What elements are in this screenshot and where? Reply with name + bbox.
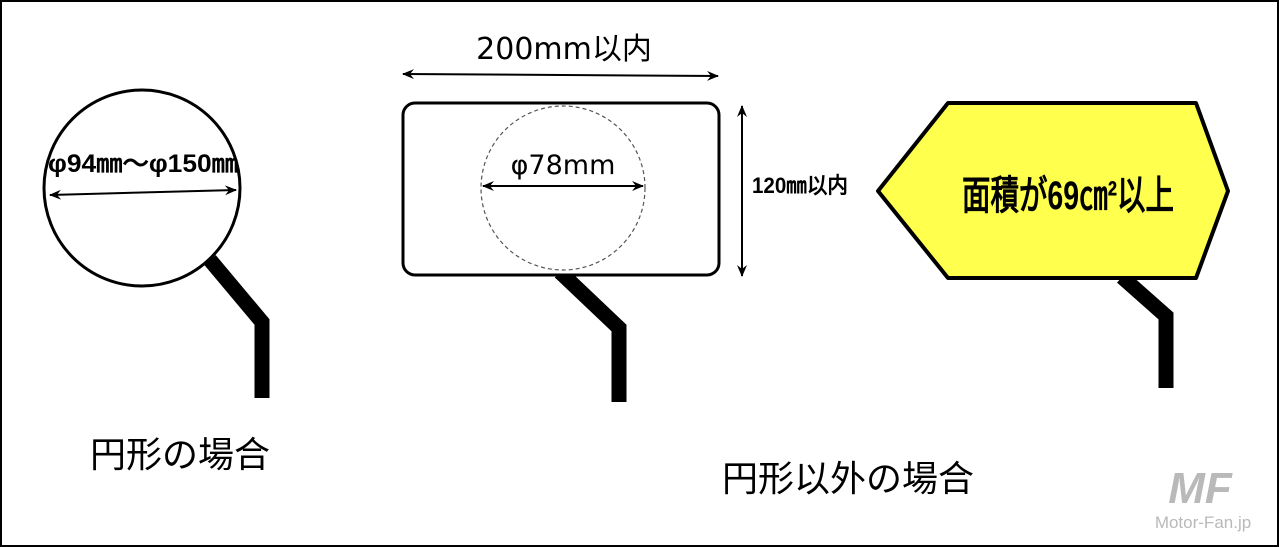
rectangular-mirror-stem: [554, 266, 627, 402]
rectangular-mirror-face: [401, 101, 721, 277]
arrow-shaped-mirror: 面積が69㎝²以上: [876, 101, 1230, 388]
width-arrow: [402, 69, 719, 81]
height-label: 120㎜以内: [752, 173, 848, 198]
caption-circle: 円形の場合: [90, 435, 270, 476]
area-label: 面積が69㎝²以上: [962, 174, 1174, 218]
motor-fan-logo: MF Motor-Fan.jp: [1155, 464, 1251, 532]
arrow-mirror-face: [876, 101, 1230, 280]
circular-mirror-stem: [204, 255, 270, 398]
circular-mirror: φ94㎜～φ150㎜: [42, 88, 270, 398]
arrow-mirror-stem: [1117, 271, 1174, 388]
circle-diameter-arrow: [49, 185, 237, 200]
width-label: 200mm以内: [476, 32, 652, 67]
caption-other-shapes: 円形以外の場合: [722, 459, 974, 500]
logo-letters: MF: [1168, 464, 1233, 513]
circular-mirror-face: [42, 88, 242, 288]
inscribed-circle-outline: [480, 105, 646, 271]
circle-diameter-label: φ94㎜～φ150㎜: [48, 150, 238, 178]
rectangular-mirror: φ78mm 200mm以内 120㎜以内: [401, 32, 848, 402]
watermark-site: Motor-Fan.jp: [1155, 513, 1251, 532]
inscribed-diameter-label: φ78mm: [511, 150, 616, 181]
